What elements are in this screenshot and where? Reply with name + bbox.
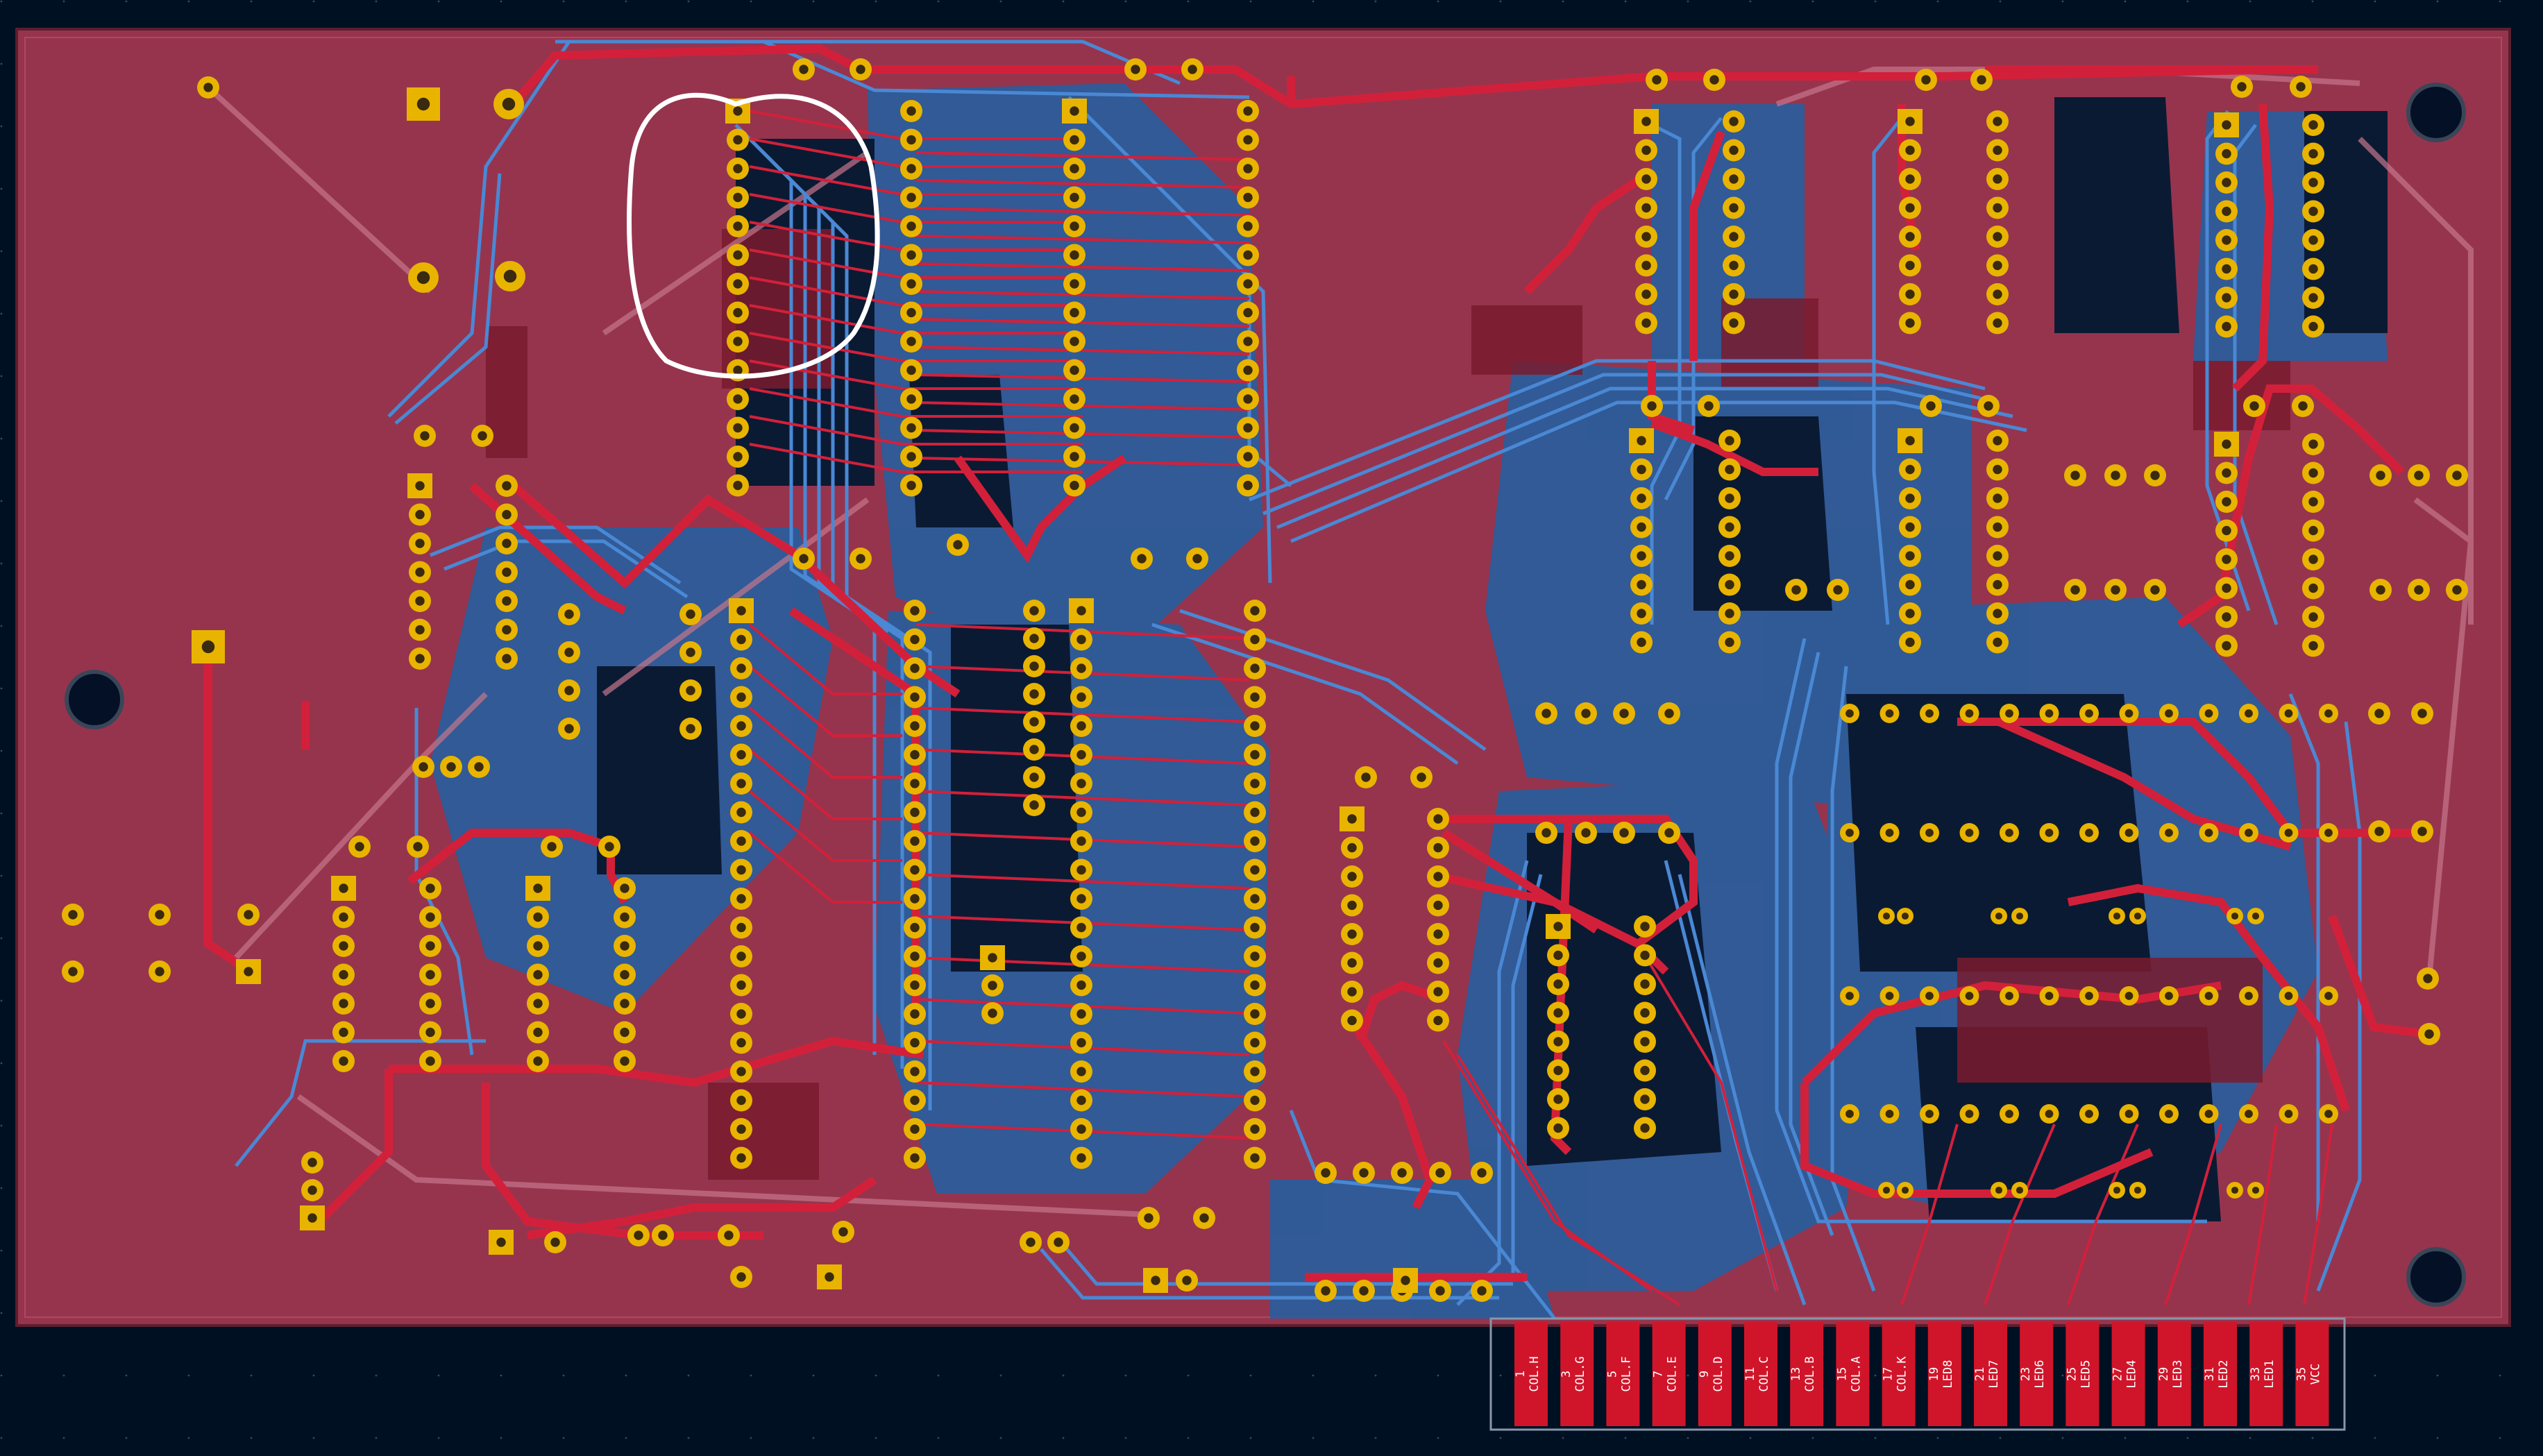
connector-pin-label: COL.E xyxy=(1666,1356,1680,1391)
connector-pin-number: 11 xyxy=(1743,1367,1757,1381)
connector-pin-label: COL.A xyxy=(1849,1356,1863,1391)
connector-finger xyxy=(1514,1322,1548,1426)
connector-finger xyxy=(1652,1322,1686,1426)
connector-pin-label: COL.G xyxy=(1573,1356,1587,1391)
connector-pin-label: COL.C xyxy=(1757,1356,1771,1391)
connector-finger xyxy=(1606,1322,1640,1426)
connector-pin-label: COL.D xyxy=(1712,1356,1725,1391)
ratsnest-lines xyxy=(206,67,2474,1217)
connector-pin-number: 9 xyxy=(1698,1371,1712,1378)
connector-finger xyxy=(2111,1322,2145,1426)
front-copper-traces xyxy=(204,44,2430,1306)
connector-pin-label: LED2 xyxy=(2217,1360,2231,1389)
annotation-circle xyxy=(627,92,880,379)
connector-pin-label: COL.B xyxy=(1803,1356,1817,1391)
connector-pin-number: 21 xyxy=(1973,1367,1987,1381)
connector-pin-number: 3 xyxy=(1560,1371,1573,1378)
connector-finger xyxy=(1836,1322,1870,1426)
component-pads xyxy=(62,58,2468,1302)
connector-pin-label: LED3 xyxy=(2171,1360,2185,1389)
connector-pin-number: 15 xyxy=(1835,1367,1849,1381)
connector-pin-number: 29 xyxy=(2157,1367,2171,1381)
connector-pin-number: 23 xyxy=(2019,1367,2033,1381)
connector-finger xyxy=(1560,1322,1594,1426)
connector-finger xyxy=(1698,1322,1732,1426)
connector-pin-label: VCC xyxy=(2308,1364,2322,1385)
connector-finger xyxy=(2157,1322,2191,1426)
connector-finger xyxy=(2295,1322,2329,1426)
connector-pin-label: COL.F xyxy=(1619,1356,1633,1391)
connector-pin-number: 27 xyxy=(2111,1367,2125,1381)
connector-pin-number: 7 xyxy=(1652,1371,1666,1378)
connector-finger xyxy=(1882,1322,1916,1426)
connector-pin-label: LED1 xyxy=(2263,1360,2276,1389)
connector-pin-number: 19 xyxy=(1927,1367,1941,1381)
connector-pin-number: 35 xyxy=(2295,1367,2308,1381)
connector-pin-label: LED6 xyxy=(2033,1360,2047,1389)
connector-finger xyxy=(1744,1322,1777,1426)
connector-pin-label: LED5 xyxy=(2079,1360,2093,1389)
connector-pin-label: LED4 xyxy=(2125,1360,2139,1389)
connector-pin-label: LED7 xyxy=(1987,1360,2001,1389)
connector-pin-number: 25 xyxy=(2065,1367,2079,1381)
connector-pin-number: 1 xyxy=(1514,1371,1528,1378)
connector-finger xyxy=(2065,1322,2100,1426)
mounting-holes xyxy=(65,83,2466,1307)
connector-finger xyxy=(1790,1322,1824,1426)
connector-pin-number: 31 xyxy=(2203,1367,2217,1381)
connector-finger xyxy=(1927,1322,1961,1426)
connector-finger xyxy=(2204,1322,2237,1426)
connector-finger xyxy=(2020,1322,2054,1426)
connector-pin-number: 5 xyxy=(1605,1371,1619,1378)
connector-pin-number: 33 xyxy=(2249,1367,2263,1381)
connector-pin-label: COL.H xyxy=(1528,1356,1541,1391)
connector-pin-label: LED8 xyxy=(1941,1360,1955,1389)
connector-pin-label: COL.K xyxy=(1895,1356,1909,1392)
connector-finger xyxy=(2249,1322,2283,1426)
connector-pin-number: 13 xyxy=(1789,1367,1803,1381)
connector-pin-number: 17 xyxy=(1882,1367,1895,1381)
connector-finger xyxy=(1974,1322,2007,1426)
